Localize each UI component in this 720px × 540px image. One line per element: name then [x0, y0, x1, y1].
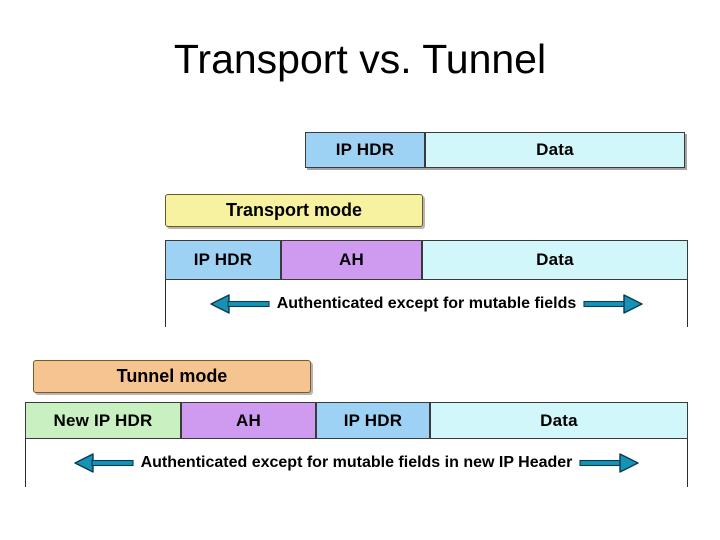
original-packet-field-data: Data [425, 132, 685, 168]
scope-tick-right [687, 280, 688, 327]
tunnel-authentication-scope: Authenticated except for mutable fields … [25, 439, 688, 487]
scope-tick-left [25, 439, 26, 487]
page-title: Transport vs. Tunnel [173, 36, 547, 82]
arrow-left-icon [209, 293, 270, 314]
transport-packet-field-ip-hdr: IP HDR [165, 240, 281, 280]
arrow-left-icon [73, 453, 134, 473]
transport-packet-field-ah: AH [281, 240, 422, 280]
original-packet-field-ip-hdr: IP HDR [305, 132, 425, 168]
transport-authentication-scope: Authenticated except for mutable fields [165, 280, 688, 327]
tunnel-annotation-text: Authenticated except for mutable fields … [140, 454, 573, 471]
tunnel-packet-field-ip-hdr: IP HDR [316, 402, 430, 439]
arrow-right-icon [579, 453, 640, 473]
transport-packet-field-data: Data [422, 240, 688, 280]
transport-annotation-text: Authenticated except for mutable fields [276, 294, 577, 312]
tunnel-packet-field-ah: AH [181, 402, 316, 439]
scope-tick-right [687, 439, 688, 487]
scope-tick-left [165, 280, 166, 327]
tunnel-mode-label: Tunnel mode [33, 360, 311, 393]
tunnel-packet-field-data: Data [430, 402, 688, 439]
tunnel-packet-field-new-ip-hdr: New IP HDR [25, 402, 181, 439]
arrow-right-icon [583, 293, 643, 314]
transport-mode-label: Transport mode [165, 194, 423, 227]
